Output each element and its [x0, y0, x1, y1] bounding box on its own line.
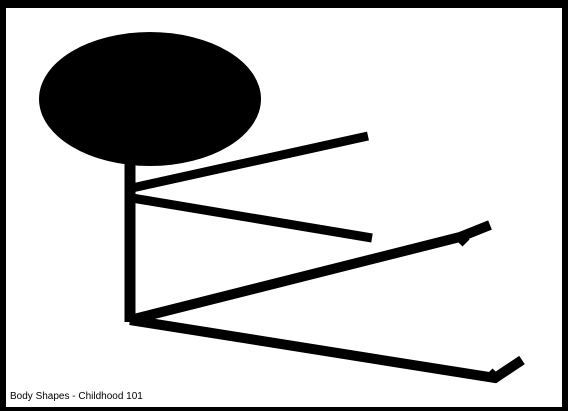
image-caption: Body Shapes - Childhood 101 — [10, 391, 143, 402]
lower-arm-line — [131, 193, 373, 243]
upper-arm-line — [131, 131, 369, 193]
lower-leg-line — [129, 315, 525, 384]
head-shape — [39, 32, 261, 166]
upper-leg-line — [128, 220, 492, 325]
lower-foot-line — [485, 368, 499, 382]
upper-foot-line — [456, 233, 470, 247]
